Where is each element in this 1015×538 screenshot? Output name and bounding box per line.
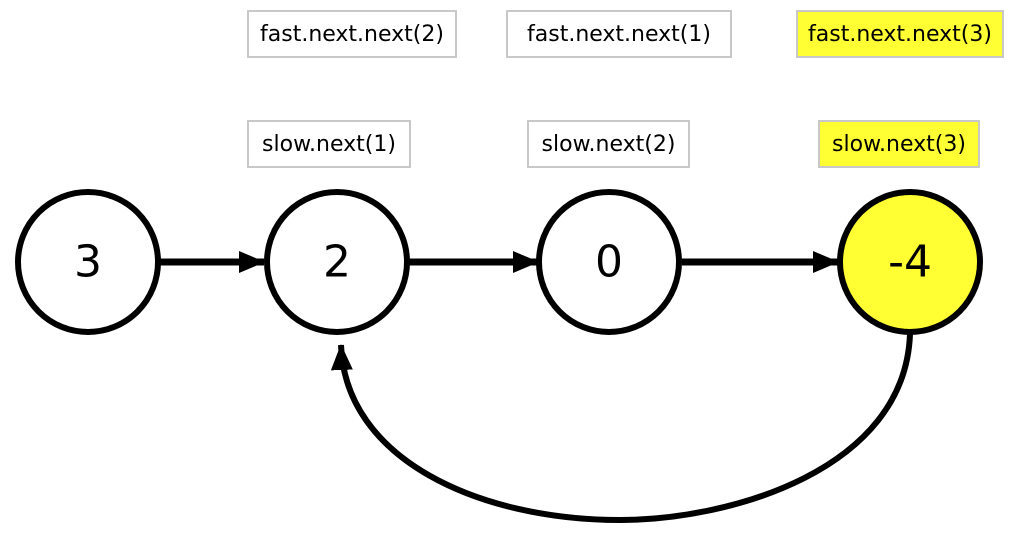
cycle-arrow-neg4-to-2	[330, 333, 913, 524]
node-neg4-label: -4	[888, 237, 932, 288]
fast-pointer-label: fast.next.next(3)	[796, 10, 1004, 58]
slow-pointer-label: slow.next(3)	[818, 120, 980, 168]
node-0-label: 0	[595, 237, 623, 288]
node-neg4-circle	[837, 189, 983, 335]
slow-pointer-label: slow.next(1)	[247, 120, 411, 168]
node-0-circle	[536, 189, 682, 335]
node-3-label: 3	[74, 237, 102, 288]
slow-pointer-label: slow.next(2)	[527, 120, 690, 168]
fast-pointer-label: fast.next.next(2)	[247, 10, 457, 58]
node-2: 2	[264, 189, 410, 335]
node-2-circle	[264, 189, 410, 335]
node-neg4: -4	[837, 189, 983, 335]
node-3-circle	[15, 189, 161, 335]
node-0: 0	[536, 189, 682, 335]
fast-pointer-label: fast.next.next(1)	[506, 10, 732, 58]
node-2-label: 2	[323, 237, 351, 288]
node-3: 3	[15, 189, 161, 335]
